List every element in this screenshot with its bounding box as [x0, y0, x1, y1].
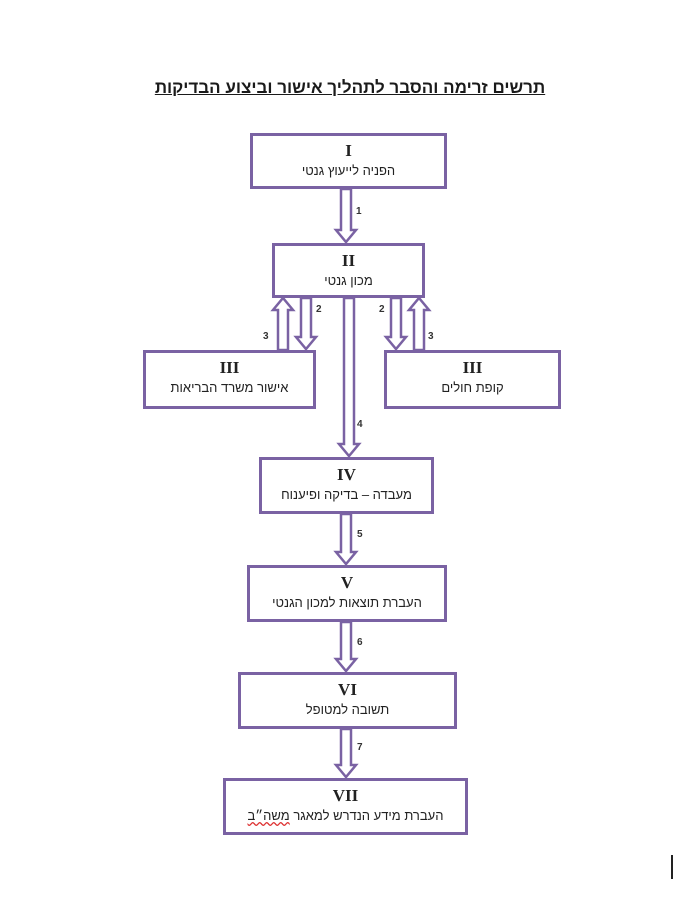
step-label: מעבדה – בדיקה ופיענוח — [281, 487, 412, 502]
step-number: V — [340, 573, 354, 592]
step-number: IV — [337, 465, 356, 484]
box-health-ministry: III אישור משרד הבריאות — [143, 350, 316, 409]
arrow-label-2-left: 2 — [316, 304, 322, 315]
step-label-tail: משה״ב — [247, 808, 290, 823]
arrow-4 — [336, 296, 362, 458]
arrow-label-5: 5 — [357, 529, 363, 540]
arrow-7 — [333, 727, 359, 779]
page-title: תרשים זרימה והסבר לתהליך אישור וביצוע הב… — [154, 78, 546, 97]
arrow-3-left-up — [270, 296, 296, 352]
arrow-label-4: 4 — [357, 419, 363, 430]
arrow-label-3-right: 3 — [428, 331, 434, 342]
arrow-1 — [333, 187, 359, 244]
step-number: I — [345, 141, 352, 160]
text-cursor — [671, 855, 673, 879]
step-label: מכון גנטי — [324, 273, 373, 288]
arrow-label-1: 1 — [356, 206, 362, 217]
step-number: VI — [338, 680, 357, 699]
step-number: III — [462, 358, 483, 377]
arrow-2-right-down — [383, 296, 409, 351]
arrow-label-6: 6 — [357, 637, 363, 648]
step-number: II — [341, 251, 356, 270]
box-genetic-institute: II מכון גנטי — [272, 243, 425, 298]
step-label: תשובה למטופל — [305, 702, 390, 717]
arrow-3-right-up — [406, 296, 432, 352]
step-number: III — [219, 358, 240, 377]
step-label-main: העברת מידע הנדרש למאגר — [293, 808, 444, 823]
box-data-transfer: VII העברת מידע הנדרש למאגר משה״ב — [223, 778, 468, 835]
box-lab: IV מעבדה – בדיקה ופיענוח — [259, 457, 434, 514]
box-health-fund: III קופת חולים — [384, 350, 561, 409]
box-patient-answer: VI תשובה למטופל — [238, 672, 457, 729]
box-results-transfer: V העברת תוצאות למכון הגנטי — [247, 565, 447, 622]
step-label: הפניה לייעוץ גנטי — [301, 163, 396, 178]
arrow-label-3-left: 3 — [263, 331, 269, 342]
step-label: העברת מידע הנדרש למאגר משה״ב — [226, 808, 465, 823]
step-label: קופת חולים — [441, 380, 504, 395]
arrow-5 — [333, 512, 359, 566]
arrow-label-7: 7 — [357, 742, 363, 753]
arrow-2-left-down — [293, 296, 319, 351]
box-referral: I הפניה לייעוץ גנטי — [250, 133, 447, 189]
arrow-label-2-right: 2 — [379, 304, 385, 315]
arrow-6 — [333, 620, 359, 673]
step-label: אישור משרד הבריאות — [170, 380, 289, 395]
step-label: העברת תוצאות למכון הגנטי — [272, 595, 422, 610]
step-number: VII — [332, 786, 359, 805]
